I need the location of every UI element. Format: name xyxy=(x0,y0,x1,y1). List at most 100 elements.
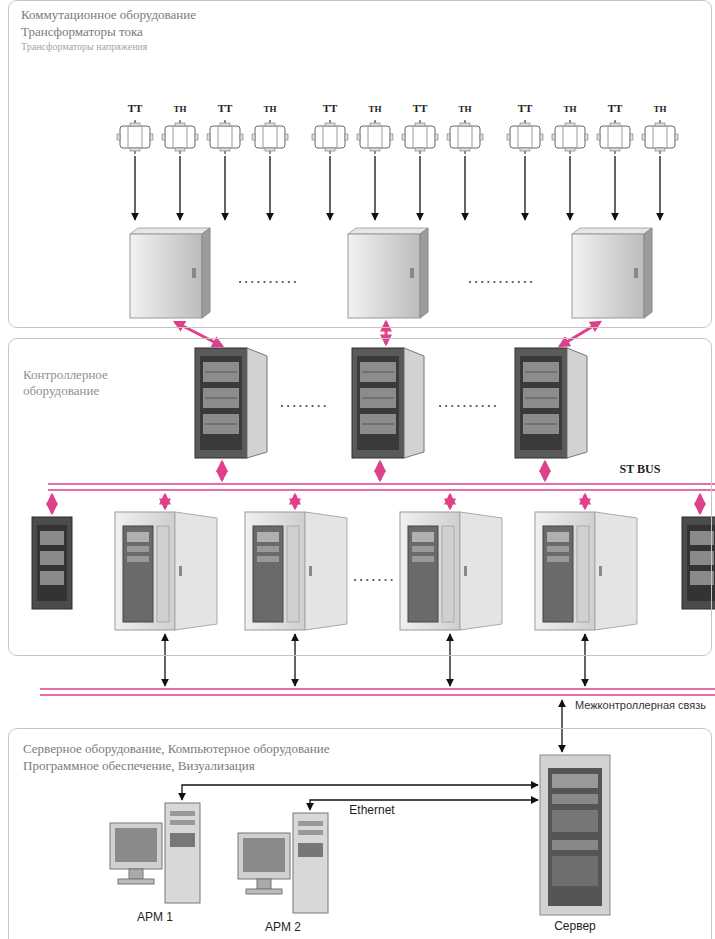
workstation-label: АРМ 1 xyxy=(137,910,173,924)
voltage-transformer-label: ТН xyxy=(368,104,381,115)
panel-heading: Серверное оборудование, Компьютерное обо… xyxy=(23,741,329,757)
illustration-part xyxy=(552,810,598,832)
illustration-part xyxy=(32,517,72,609)
panel-heading: Программное обеспечение, Визуализация xyxy=(23,758,255,774)
current-voltage-transformers xyxy=(117,120,678,154)
illustration-part xyxy=(310,800,538,810)
illustration-part xyxy=(699,495,702,513)
illustration-part xyxy=(269,156,270,220)
illustration-part xyxy=(400,512,502,630)
illustration-part xyxy=(552,774,598,788)
illustration-part xyxy=(182,785,538,800)
illustration-part xyxy=(240,281,300,283)
transformer-label: ТТ xyxy=(518,102,533,115)
illustration-part xyxy=(48,483,715,485)
equipment-panel: Контроллерное оборудование xyxy=(8,338,712,656)
illustration-part xyxy=(294,634,295,686)
panel-heading: Коммутационное оборудование xyxy=(21,7,196,23)
workstation-label: АРМ 2 xyxy=(265,920,301,934)
voltage-transformer-label: ТН xyxy=(263,104,276,115)
illustration-part xyxy=(162,120,198,154)
illustration-part xyxy=(470,281,535,283)
illustration-part xyxy=(449,634,450,686)
illustration-part xyxy=(597,120,633,154)
illustration-part xyxy=(195,348,267,458)
interlink-bus-line xyxy=(40,689,715,695)
illustration-part xyxy=(584,495,587,508)
illustration-part xyxy=(252,120,288,154)
illustration-part xyxy=(548,768,602,906)
illustration-part xyxy=(374,156,375,220)
illustration-part xyxy=(312,120,348,154)
lower-cabinets xyxy=(32,512,715,630)
illustration-part xyxy=(115,512,217,630)
transformer-label: ТТ xyxy=(218,102,233,115)
illustration-part xyxy=(164,634,165,686)
illustration-part xyxy=(614,156,615,220)
illustration-part xyxy=(552,840,598,850)
voltage-transformer-label: ТН xyxy=(653,104,666,115)
illustration-part xyxy=(540,755,610,915)
illustration-part xyxy=(584,634,585,686)
illustration-part xyxy=(282,405,330,407)
illustration-part xyxy=(238,813,328,913)
illustration-part xyxy=(507,120,543,154)
bus-label: Межконтроллерная связь xyxy=(573,699,708,712)
illustration-part xyxy=(329,156,330,220)
illustration-part xyxy=(221,462,224,480)
illustration-part xyxy=(352,348,424,458)
illustration-part xyxy=(357,120,393,154)
voltage-transformer-label: ТН xyxy=(563,104,576,115)
illustration-part xyxy=(294,495,297,508)
network-label: Ethernet xyxy=(347,803,396,817)
illustration-part xyxy=(535,512,637,630)
illustration-part xyxy=(245,512,347,630)
illustration-part xyxy=(348,228,428,318)
illustration-part xyxy=(130,228,210,318)
terminal-cabinets xyxy=(130,228,652,318)
illustration-part xyxy=(51,495,54,513)
illustration-part xyxy=(207,120,243,154)
illustration-part xyxy=(440,405,495,407)
panel-heading: Трансформаторы напряжения xyxy=(21,41,147,53)
illustration-part xyxy=(117,120,153,154)
signal-arrows xyxy=(135,156,660,220)
bus-label: ST BUS xyxy=(620,462,661,476)
illustration-part xyxy=(224,156,225,220)
illustration-part xyxy=(449,495,452,508)
illustration-part xyxy=(355,579,392,581)
server-label: Сервер xyxy=(554,919,596,933)
illustration-part xyxy=(447,120,483,154)
illustration-part xyxy=(552,856,598,886)
illustration-part xyxy=(552,120,588,154)
illustration-part xyxy=(464,156,465,220)
illustration-part xyxy=(524,156,525,220)
illustration-part xyxy=(659,156,660,220)
server-rack xyxy=(540,755,610,915)
illustration-part xyxy=(515,348,587,458)
workstations xyxy=(110,803,328,913)
st-bus-line xyxy=(48,484,715,490)
illustration-part xyxy=(379,462,382,480)
illustration-part xyxy=(179,156,180,220)
illustration-part xyxy=(569,156,570,220)
transformer-label: ТТ xyxy=(323,102,338,115)
transformer-label: ТТ xyxy=(413,102,428,115)
illustration-part xyxy=(40,694,715,696)
voltage-transformer-label: ТН xyxy=(458,104,471,115)
illustration-part xyxy=(164,495,167,508)
illustration-part xyxy=(561,700,562,752)
panel-heading: Трансформаторы тока xyxy=(21,24,143,40)
illustration-part xyxy=(560,322,600,346)
equipment-panel: Серверное оборудование, Компьютерное обо… xyxy=(8,728,712,939)
illustration-part xyxy=(110,803,200,903)
voltage-transformer-label: ТН xyxy=(173,104,186,115)
illustration-part xyxy=(175,322,222,346)
illustration-part xyxy=(682,517,715,609)
illustration-part xyxy=(572,228,652,318)
controller-cabinets xyxy=(195,348,587,458)
equipment-panel: Коммутационное оборудованиеТрансформатор… xyxy=(8,0,712,328)
illustration-part xyxy=(642,120,678,154)
illustration-part xyxy=(48,489,715,491)
